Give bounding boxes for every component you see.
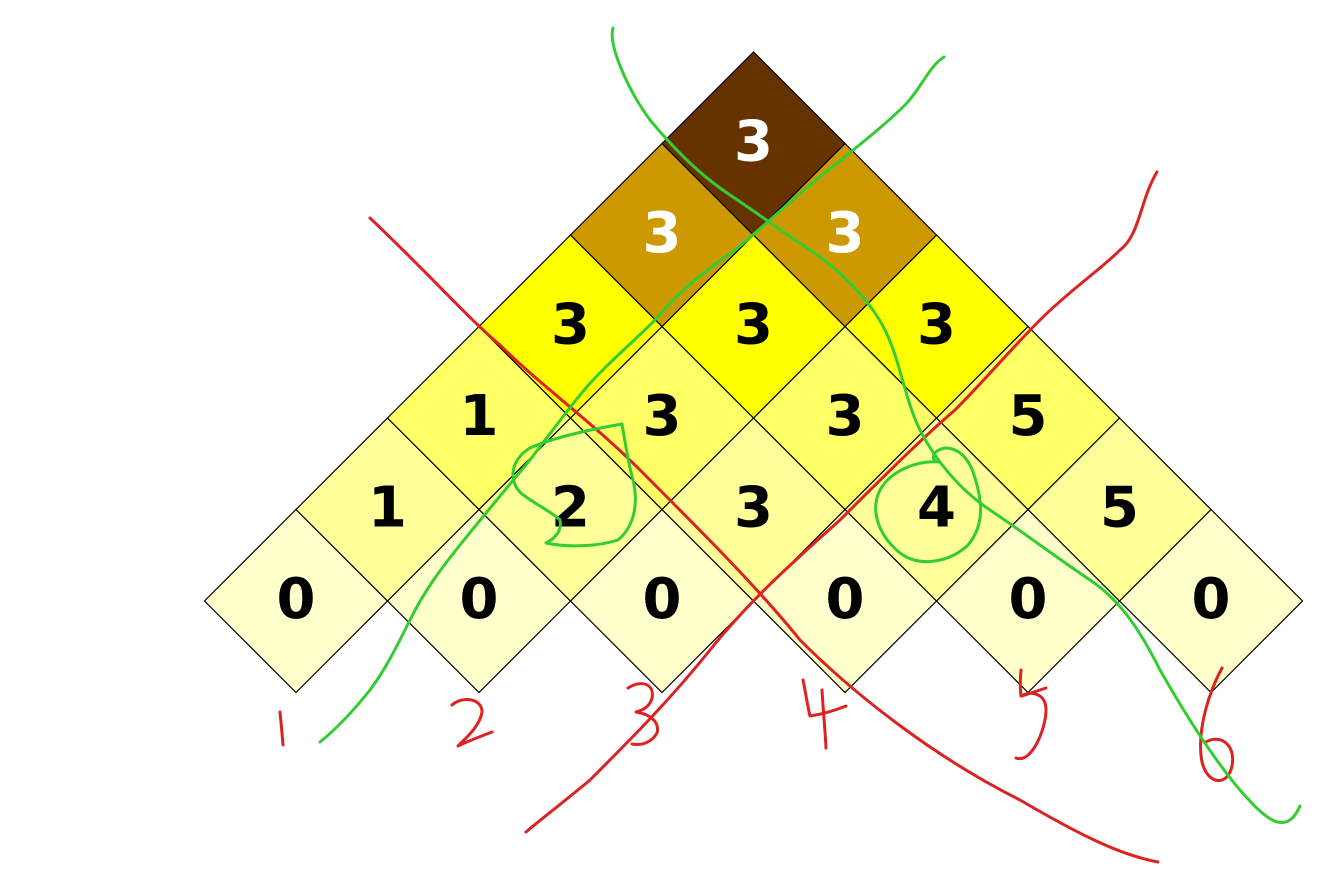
green-circle — [874, 446, 983, 563]
cell-value: 3 — [826, 384, 865, 449]
cell-value: 0 — [643, 567, 682, 632]
cell-value: 0 — [277, 567, 316, 632]
red-label-5 — [1014, 668, 1048, 761]
cell-value: 5 — [1009, 384, 1048, 449]
red-diagonal-stroke — [524, 170, 1159, 834]
cell-value: 2 — [551, 476, 590, 541]
cell-value: 1 — [368, 476, 407, 541]
green-diagonal-stroke — [610, 26, 1302, 825]
cell-value: 4 — [917, 476, 956, 541]
green-diagonal-stroke — [318, 55, 946, 744]
cell-value: 3 — [917, 293, 956, 358]
cell-value: 0 — [1192, 567, 1231, 632]
red-label-2 — [450, 698, 494, 748]
cell-value: 3 — [734, 293, 773, 358]
red-diagonal-stroke — [368, 216, 1160, 864]
handwritten-annotations — [278, 26, 1302, 864]
red-label-4 — [801, 678, 848, 750]
cell-r5-c0: 3 — [661, 51, 846, 236]
cell-value: 5 — [1100, 476, 1139, 541]
red-label-3 — [626, 682, 660, 746]
cell-value: 1 — [460, 384, 499, 449]
cell-value: 0 — [460, 567, 499, 632]
green-circle — [511, 422, 637, 548]
red-label-6 — [1199, 666, 1235, 782]
cell-value: 3 — [643, 384, 682, 449]
cell-value: 3 — [734, 476, 773, 541]
cell-value: 0 — [826, 567, 865, 632]
cell-value: 3 — [826, 201, 865, 266]
cell-value: 0 — [1009, 567, 1048, 632]
cell-value: 3 — [551, 293, 590, 358]
cell-value: 3 — [734, 110, 773, 175]
cell-value: 3 — [643, 201, 682, 266]
red-label-1 — [278, 710, 285, 747]
